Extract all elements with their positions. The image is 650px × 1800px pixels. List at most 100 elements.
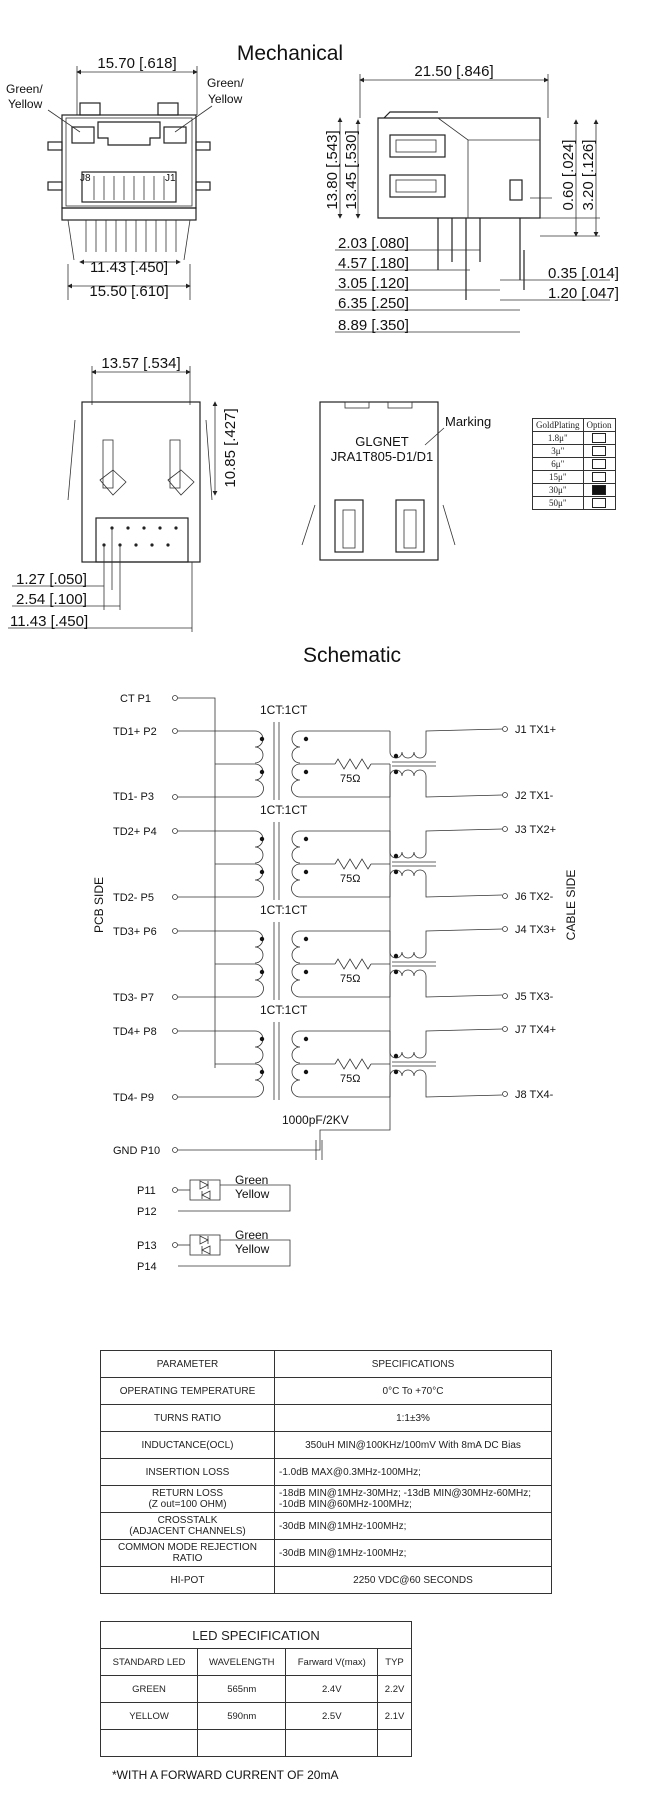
pin-label-p9: TD4- P9 — [113, 1092, 154, 1104]
param-value: -30dB MIN@1MHz-100MHz; — [274, 1539, 552, 1567]
plating-checkbox[interactable] — [592, 446, 607, 457]
pin-label-p3: TD1- P3 — [113, 791, 154, 803]
ct-label-4: 1CT:1CT — [260, 1003, 308, 1017]
front-view: 15.70 [.618] Green/ Yellow Green/ Yellow… — [6, 55, 244, 300]
polarity-dot — [393, 753, 399, 759]
pin-label-p6: TD3+ P6 — [113, 926, 157, 938]
bottom-dim-1: 1.27 [.050] — [16, 571, 87, 588]
param-value: -18dB MIN@1MHz-30MHz; -13dB MIN@30MHz-60… — [274, 1485, 552, 1513]
jack-label-j5: J5 TX3- — [515, 991, 554, 1003]
polarity-dot — [393, 969, 399, 975]
led1-pin-a: P11 — [137, 1185, 156, 1197]
led2-pin-b: P14 — [137, 1261, 157, 1273]
jack-label-j2: J2 TX1- — [515, 790, 554, 802]
led2-color-1: Green — [235, 1228, 268, 1242]
side-height-dim-1: 13.80 [.543] — [324, 130, 341, 209]
led-forward-v: 2.5V — [285, 1702, 379, 1730]
schematic: PCB SIDE CABLE SIDE CT P1 TD1+ P2 TD1- P… — [92, 693, 578, 1273]
plating-checkbox[interactable] — [592, 433, 607, 444]
plating-row: 30μ" — [532, 483, 616, 497]
side-view: 21.50 [.846] 13.80 [.543] 13.45 [.530] 0… — [324, 63, 619, 334]
plating-label: 1.8μ" — [532, 431, 584, 445]
transformer-channel-4: 1CT:1CT 75Ω — [178, 1003, 390, 1100]
table-row: COMMON MODE REJECTION RATIO-30dB MIN@1MH… — [100, 1539, 552, 1567]
side-dim-2: 4.57 [.180] — [338, 255, 409, 272]
polarity-dot — [303, 769, 309, 775]
polarity-dot — [259, 769, 265, 775]
jack-label-j3: J3 TX2+ — [515, 824, 556, 836]
front-pin-j1: J1 — [165, 173, 176, 184]
led-typ: 2.2V — [377, 1675, 412, 1703]
param-name: TURNS RATIO — [100, 1404, 275, 1432]
led1-pin-b: P12 — [137, 1206, 157, 1218]
led-footnote: *WITH A FORWARD CURRENT OF 20mA — [112, 1768, 339, 1782]
side-right-dim-1: 0.60 [.024] — [560, 140, 577, 211]
pin-label-p7: TD3- P7 — [113, 992, 154, 1004]
param-value: 350uH MIN@100KHz/100mV With 8mA DC Bias — [274, 1431, 552, 1459]
led-header-wavelength: WAVELENGTH — [197, 1648, 287, 1676]
led-spec-table: LED SPECIFICATION STANDARD LED WAVELENGT… — [99, 1621, 412, 1757]
polarity-dot — [259, 936, 265, 942]
table-row: YELLOW 590nm 2.5V 2.1V — [99, 1702, 412, 1730]
polarity-dot — [393, 1053, 399, 1059]
polarity-dot — [393, 853, 399, 859]
led1-color-1: Green — [235, 1173, 268, 1187]
polarity-dot — [303, 869, 309, 875]
side-height-dim-2: 13.45 [.530] — [343, 130, 360, 209]
rear-part-number: JRA1T805-D1/D1 — [331, 449, 434, 464]
param-value: 0°C To +70°C — [274, 1377, 552, 1405]
front-left-label-2: Yellow — [8, 97, 43, 111]
param-name: INDUCTANCE(OCL) — [100, 1431, 275, 1459]
resistor-label-4: 75Ω — [340, 1073, 360, 1085]
rear-brand: GLGNET — [355, 434, 409, 449]
polarity-dot — [393, 953, 399, 959]
transformer-channel-1: 1CT:1CT 75Ω — [178, 703, 390, 800]
plating-header-gold: GoldPlating — [532, 418, 584, 432]
polarity-dot — [393, 769, 399, 775]
plating-row: 6μ" — [532, 457, 616, 471]
led-forward-v: 2.4V — [285, 1675, 379, 1703]
polarity-dot — [303, 969, 309, 975]
led-header-forward-v: Farward V(max) — [285, 1648, 379, 1676]
capacitor — [315, 1140, 323, 1160]
plating-checkbox[interactable] — [592, 472, 607, 483]
common-mode-choke — [389, 1028, 503, 1098]
polarity-dot — [303, 936, 309, 942]
param-value: 1:1±3% — [274, 1404, 552, 1432]
param-name: INSERTION LOSS — [100, 1458, 275, 1486]
led2-pin-a: P13 — [137, 1240, 157, 1252]
rear-view: Marking GLGNET JRA1T805-D1/D1 — [301, 401, 491, 561]
param-name: CROSSTALK (ADJACENT CHANNELS) — [100, 1512, 275, 1540]
transformer-channel-2: 1CT:1CT 75Ω — [178, 803, 390, 900]
plating-checkbox[interactable] — [592, 459, 607, 470]
plating-checkbox-selected[interactable] — [592, 485, 607, 496]
ct-label-1: 1CT:1CT — [260, 703, 308, 717]
pin-label-p4: TD2+ P4 — [113, 826, 157, 838]
led-header-typ: TYP — [377, 1648, 412, 1676]
jack-label-j4: J4 TX3+ — [515, 924, 556, 936]
transformer-channel-3: 1CT:1CT 75Ω — [178, 903, 390, 1000]
led1-color-2: Yellow — [235, 1187, 270, 1201]
polarity-dot — [393, 1069, 399, 1075]
ct-label-3: 1CT:1CT — [260, 903, 308, 917]
side-pin-dim-2: 1.20 [.047] — [548, 285, 619, 302]
led-pair — [172, 1234, 291, 1267]
polarity-dot — [303, 736, 309, 742]
plating-label: 6μ" — [532, 457, 584, 471]
ct-label-2: 1CT:1CT — [260, 803, 308, 817]
bottom-dim-2: 2.54 [.100] — [16, 591, 87, 608]
pin-label-p5: TD2- P5 — [113, 892, 154, 904]
polarity-dot — [259, 736, 265, 742]
front-inner-dim: 11.43 [.450] — [90, 259, 168, 276]
table-row-empty — [99, 1729, 412, 1757]
side-dim-1: 2.03 [.080] — [338, 235, 409, 252]
pin-label-p2: TD1+ P2 — [113, 726, 157, 738]
plating-checkbox[interactable] — [592, 498, 607, 509]
side-dim-5: 8.89 [.350] — [338, 317, 409, 334]
table-row: INSERTION LOSS-1.0dB MAX@0.3MHz-100MHz; — [100, 1458, 552, 1486]
led-wavelength: 590nm — [197, 1702, 287, 1730]
pin-label-p8: TD4+ P8 — [113, 1026, 157, 1038]
param-value: -30dB MIN@1MHz-100MHz; — [274, 1512, 552, 1540]
table-row: GREEN 565nm 2.4V 2.2V — [99, 1675, 412, 1703]
